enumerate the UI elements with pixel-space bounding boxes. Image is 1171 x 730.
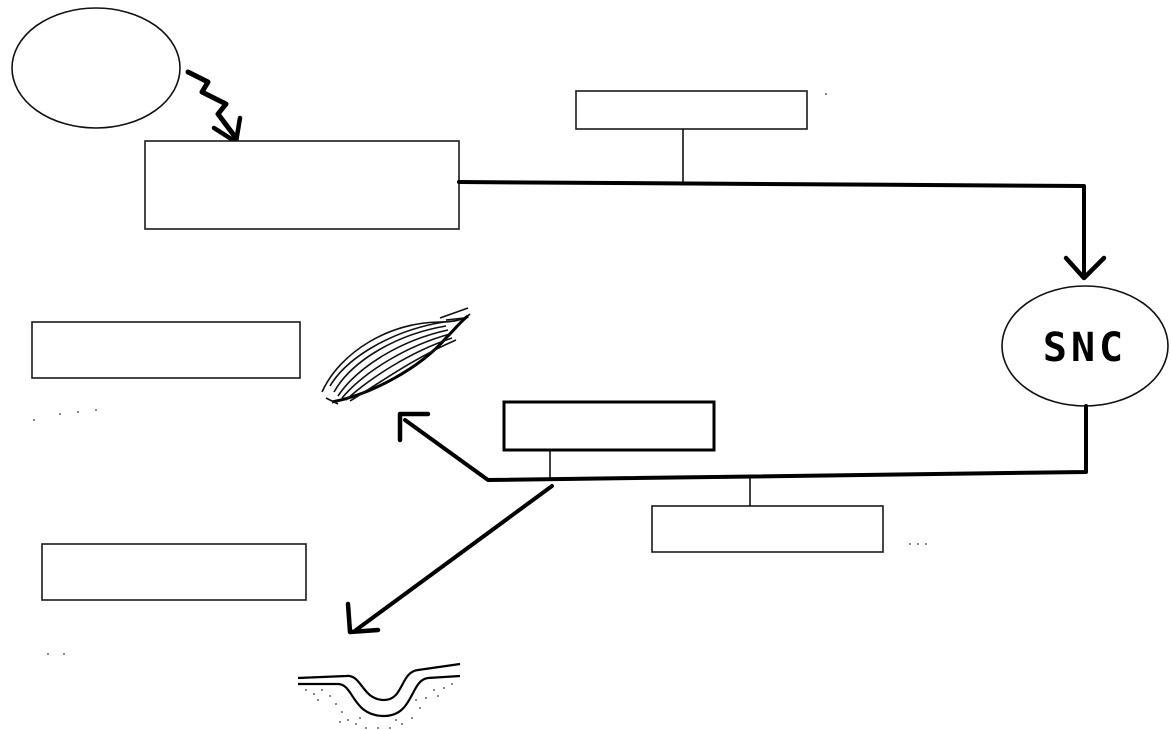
gland-icon <box>297 662 461 729</box>
motor-neuron-label-box <box>502 400 716 452</box>
gland-label-box <box>41 543 307 601</box>
motor-pathway-line <box>403 404 1088 482</box>
stimulus-oval <box>11 7 181 129</box>
scan-specks <box>33 93 927 655</box>
motor-pathway-label-box <box>651 505 884 553</box>
gland-arrow-head <box>345 601 381 635</box>
sensory-arrow-head <box>1063 255 1107 281</box>
muscle-icon <box>321 307 471 405</box>
receptor-box <box>144 140 460 230</box>
muscle-label-box <box>31 321 301 379</box>
sensory-pathway-line <box>457 180 1086 276</box>
snc-label: SNC <box>1043 325 1127 371</box>
sensory-pathway-label-box <box>575 90 808 130</box>
gland-pathway-line <box>354 484 554 632</box>
muscle-arrow-head <box>397 411 431 443</box>
stimulus-arrow <box>185 69 239 141</box>
